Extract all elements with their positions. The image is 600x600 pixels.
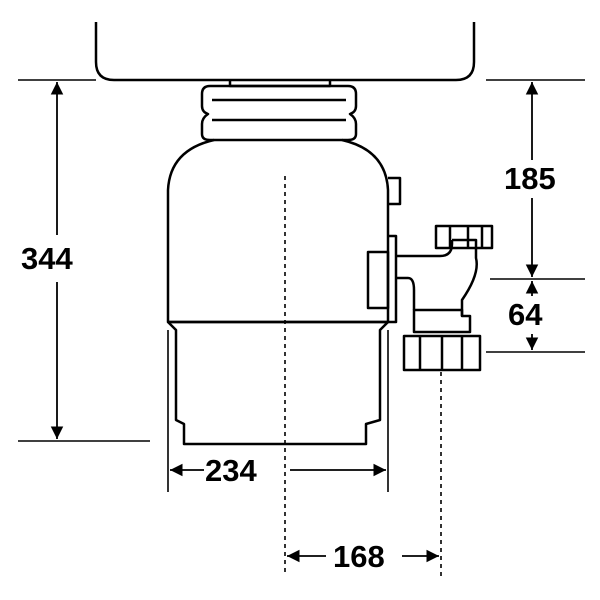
lower-housing xyxy=(167,321,389,446)
sink-bowl xyxy=(94,22,476,82)
dimension-height-total: 344 xyxy=(21,241,73,276)
mounting-collar xyxy=(200,84,358,142)
dimension-outlet-distance: 168 xyxy=(333,539,385,574)
reset-button xyxy=(388,176,402,206)
dimension-body-width: 234 xyxy=(205,453,257,488)
outlet-pipe xyxy=(366,224,494,372)
dimension-height-upper: 185 xyxy=(504,161,556,196)
motor-housing xyxy=(166,138,390,324)
dimension-outlet-offset: 64 xyxy=(508,297,543,332)
